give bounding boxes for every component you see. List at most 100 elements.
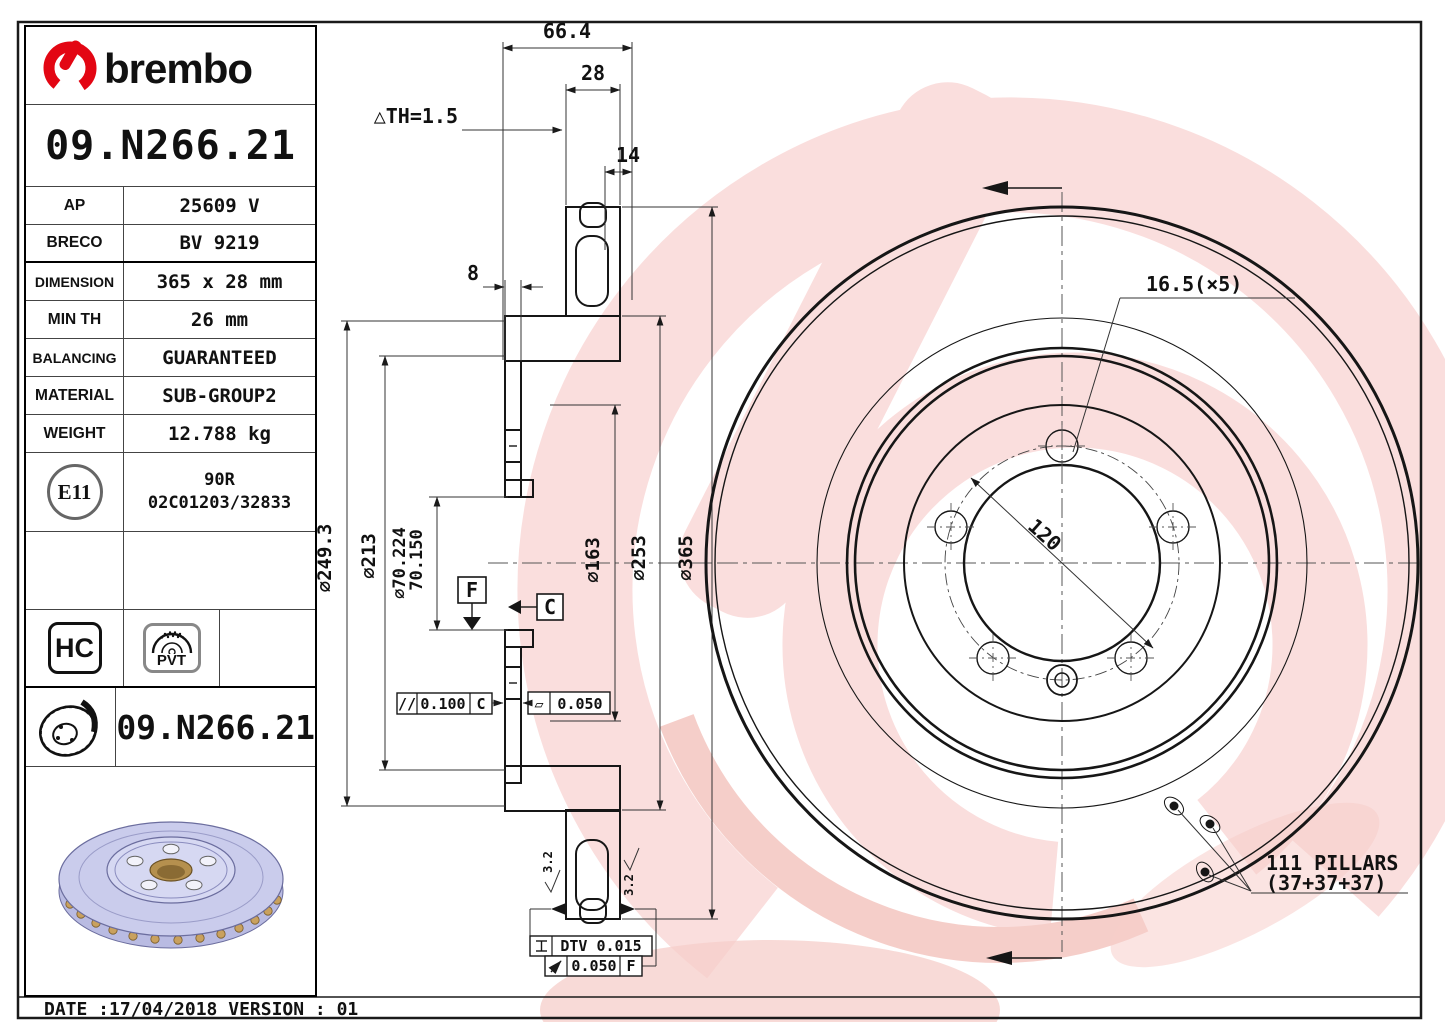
runout-symbol <box>548 960 562 975</box>
spec-row-minth: MIN TH 26 mm <box>26 301 315 339</box>
homologation-row: E11 90R 02C01203/32833 <box>26 453 315 532</box>
dim-hat-od-label: ⌀249.3 <box>314 524 336 593</box>
homologation-value: 90R 02C01203/32833 <box>124 453 315 531</box>
spec-row-balancing: BALANCING GUARANTEED <box>26 339 315 377</box>
pvt-icon: PVT <box>142 623 201 673</box>
spec-row-weight: WEIGHT 12.788 kg <box>26 415 315 453</box>
fcf-flatness: ▱ 0.050 <box>522 691 611 715</box>
roughness-right-value: 3.2 <box>622 874 636 896</box>
dim-band-width-label: 28 <box>581 61 605 85</box>
disc-icon-cell <box>26 688 117 766</box>
brembo-watermark <box>517 82 1445 1022</box>
runout-value: 0.050 <box>571 957 616 975</box>
dim-bore-min-label: 70.150 <box>407 529 427 590</box>
empty-label-cell <box>26 532 124 609</box>
dim-disc-od-label: ⌀365 <box>675 535 697 581</box>
braking-face-marker-right <box>620 903 635 915</box>
flatness-value: 0.050 <box>557 695 602 713</box>
bolt-hole-cut-bottom <box>504 666 522 700</box>
band-bottom-notch <box>579 898 607 924</box>
hc-cell: HC <box>26 610 124 686</box>
band-bottom-section <box>565 809 621 920</box>
dim-hat-face-od-label: ⌀163 <box>582 537 604 583</box>
logo-b-stem <box>59 39 81 70</box>
photo-bolt-holes <box>126 843 216 891</box>
dim-th-note: △TH=1.5 <box>374 104 563 134</box>
dim-total-width-label: 66.4 <box>543 19 591 43</box>
part-number-cell: 09.N266.21 <box>26 105 315 187</box>
homologation-line2: 02C01203/32833 <box>147 493 292 513</box>
dim-band-id-label: ⌀253 <box>628 535 650 581</box>
dim-band-width: 28 <box>565 61 621 205</box>
page-frame <box>16 20 1423 1020</box>
spec-value: 365 x 28 mm <box>156 270 283 293</box>
spec-value: 12.788 kg <box>168 422 271 445</box>
dim-wall-thickness: 8 <box>467 261 543 361</box>
band-top-notch <box>579 202 607 228</box>
pvt-label: PVT <box>156 652 187 669</box>
dim-step-od: ⌀213 <box>358 355 505 771</box>
locating-pin-hole <box>1046 664 1078 696</box>
runout-datum: F <box>626 957 635 975</box>
spec-label: DIMENSION <box>26 263 124 300</box>
spec-row-dimension: DIMENSION 365 x 28 mm <box>26 263 315 301</box>
disc-3d-image <box>57 821 284 949</box>
bolt-hole-crosshairs <box>927 422 1197 682</box>
dim-hat-offset: 14 <box>604 143 640 300</box>
parallelism-symbol: // <box>398 695 416 713</box>
hc-icon: HC <box>47 622 102 674</box>
datum-c: C <box>508 593 564 621</box>
spec-label: MATERIAL <box>26 377 124 414</box>
dim-wall-label: 8 <box>467 261 479 285</box>
spec-value: BV 9219 <box>179 232 260 254</box>
brand-wordmark: brembo <box>104 45 252 92</box>
date-version-line: DATE :17/04/2018 VERSION : 01 <box>44 999 359 1020</box>
pvt-disc-glyph <box>151 631 192 654</box>
marks-row: HC PVT <box>26 610 315 688</box>
section-arrow-top <box>982 181 1062 195</box>
disc-photo-row <box>26 767 315 999</box>
empty-row <box>26 532 315 610</box>
hat-step-circle <box>853 354 1271 772</box>
pvt-cell: PVT <box>124 610 220 686</box>
bolt-circle-label: 120 <box>1023 514 1066 556</box>
homologation-line1: 90R <box>204 470 235 490</box>
dim-bore-max-label: ⌀70.224 <box>390 527 410 599</box>
bolt-circle <box>944 445 1180 681</box>
datum-f-triangle <box>463 617 481 630</box>
spec-row-material: MATERIAL SUB-GROUP2 <box>26 377 315 415</box>
parallelism-value: 0.100 <box>420 695 465 713</box>
spec-value: 25609 V <box>179 194 260 217</box>
dtv-runout-group: DTV 0.015 0.050 F <box>529 903 657 977</box>
pillars-line1: 111 PILLARS <box>1266 851 1398 875</box>
roughness-left-value: 3.2 <box>541 851 555 873</box>
front-view: 16.5(×5) 120 <box>704 181 1420 965</box>
spec-value: SUB-GROUP2 <box>162 384 277 407</box>
cross-section-view: 66.4 28 △TH=1.5 14 8 <box>314 19 735 977</box>
bolt-hole-cut-top <box>504 429 522 463</box>
spec-label: MIN TH <box>26 301 124 338</box>
datum-c-triangle <box>508 600 521 614</box>
footer-part-row: 09.N266.21 <box>26 688 315 767</box>
spec-row-breco: BRECO BV 9219 <box>26 225 315 263</box>
dtv-value: DTV 0.015 <box>560 937 641 955</box>
hub-flange-top <box>504 479 534 498</box>
roughness-right: 3.2 <box>622 847 640 896</box>
outer-diameter-circle <box>704 205 1420 921</box>
info-panel: brembo 09.N266.21 AP 25609 V BRECO BV 92… <box>24 25 317 997</box>
hat-wall-bottom <box>504 646 522 784</box>
section-arrow-bottom <box>986 951 1062 965</box>
hat-od-circle <box>845 346 1279 780</box>
band-top-section <box>565 206 621 317</box>
footer-part-number: 09.N266.21 <box>116 707 315 747</box>
spec-label: WEIGHT <box>26 415 124 452</box>
brembo-logo: brembo <box>43 39 253 94</box>
dim-bore: ⌀70.224 70.150 <box>390 496 508 631</box>
hole-dia-label: 16.5(×5) <box>1146 272 1242 296</box>
braking-face-marker-left <box>551 903 566 915</box>
outer-chamfer-circle <box>714 215 1410 911</box>
dtv-symbol <box>536 940 547 952</box>
pillars-callout: 111 PILLARS (37+37+37) <box>1163 796 1408 895</box>
